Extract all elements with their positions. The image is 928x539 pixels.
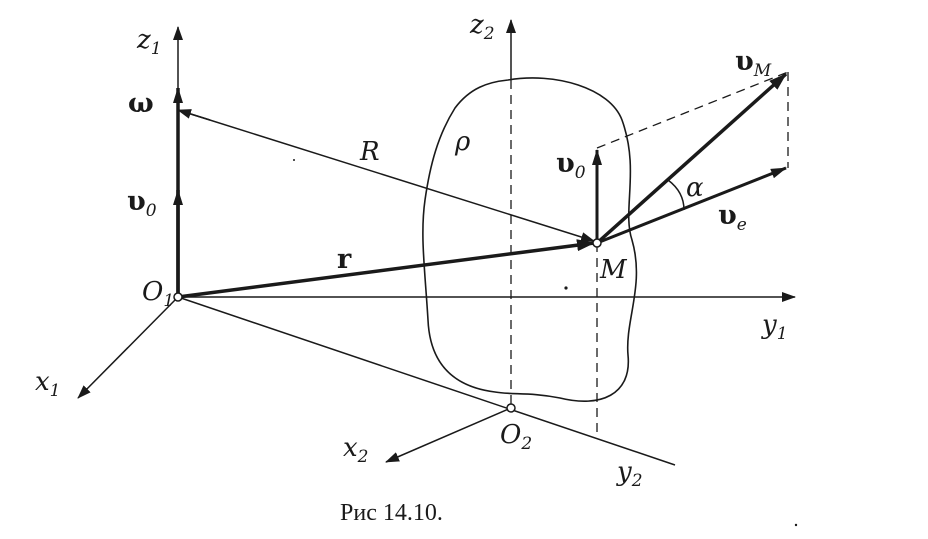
vM-vector [595,72,788,245]
label-y1: y1 [761,310,788,344]
label-x2: x2 [343,433,369,467]
label-O2: O2 [500,420,532,454]
label-v0-M: υ0 [556,148,586,183]
alpha-arc [667,179,685,211]
rigid-body-outline [422,77,638,402]
label-z1: z1 [136,25,162,59]
label-z2: z2 [469,10,495,44]
speck-1 [564,286,568,290]
x1-axis [77,296,179,399]
point-M [592,238,602,248]
figure-caption: Рис 14.10. [340,500,443,526]
label-r: r [337,244,352,275]
label-omega: ω [128,88,154,119]
y2-axis [177,296,676,466]
point-O1 [173,292,183,302]
label-vM: υM [735,46,772,81]
speck-2 [293,159,295,161]
label-M: M [599,255,628,285]
R-vector-back-arrow [177,109,211,121]
x2-axis [385,407,512,463]
label-O1: O1 [142,277,174,311]
point-O2 [506,403,516,413]
parallelogram-top-dashed [596,71,789,149]
label-alpha: α [686,173,704,203]
label-v0-axis: υ0 [127,186,157,221]
label-rho: ρ [454,127,471,157]
R-vector [177,109,595,242]
label-x1: x1 [35,367,61,401]
speck-3 [794,523,798,527]
ve-vector [596,166,787,245]
label-ve: υe [718,200,747,235]
label-y2: y2 [616,457,643,491]
r-vector [177,239,595,299]
label-R: R [359,137,380,167]
